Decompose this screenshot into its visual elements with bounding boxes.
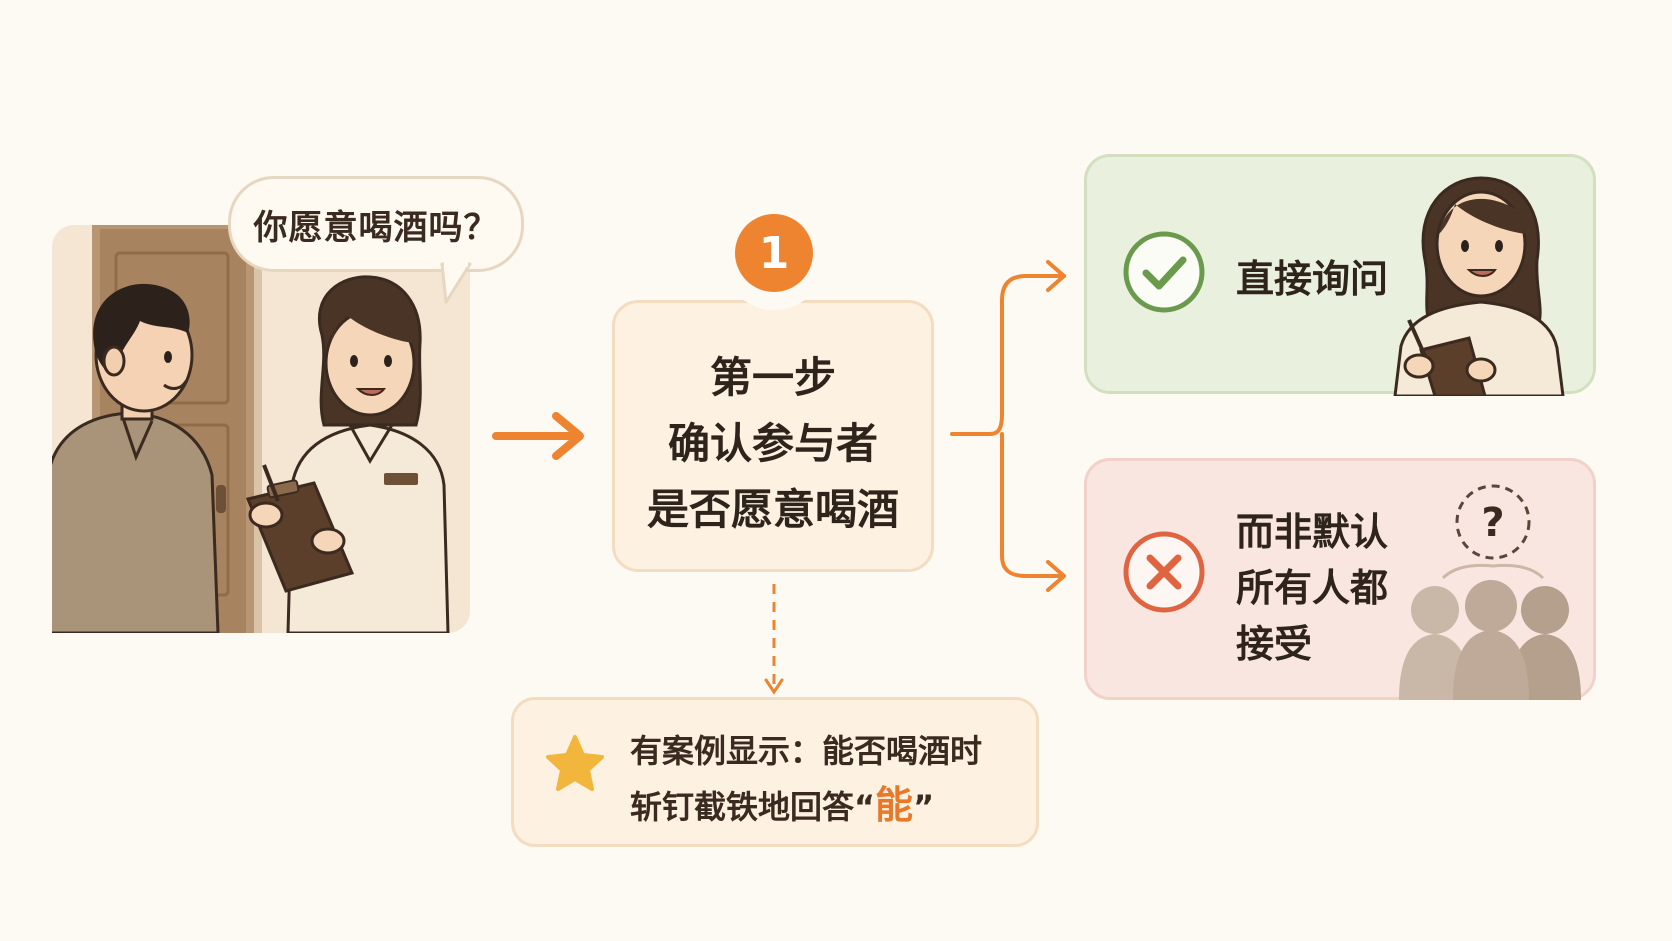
check-icon <box>1123 231 1205 313</box>
case-note-text: 有案例显示：能否喝酒时 斩钉截铁地回答“能” <box>630 724 982 834</box>
speech-bubble-text: 你愿意喝酒吗？ <box>253 207 499 248</box>
note-line-2-prefix: 斩钉截铁地回答“ <box>630 788 876 826</box>
option-not-assume-line-2: 所有人都 <box>1236 566 1389 610</box>
note-highlight-answer: 能 <box>875 783 914 827</box>
step-card <box>612 300 934 572</box>
clipboard <box>245 464 355 593</box>
step-number: 1 <box>758 227 790 279</box>
step-title: 第一步 确认参与者 是否愿意喝酒 <box>612 345 934 543</box>
branch-connector <box>950 274 1066 578</box>
cross-icon <box>1123 531 1205 613</box>
note-line-2: 斩钉截铁地回答“能” <box>630 778 982 834</box>
arrow-to-yes-icon <box>1046 260 1066 292</box>
step-line-3: 是否愿意喝酒 <box>646 485 899 534</box>
step-line-2: 确认参与者 <box>667 419 878 468</box>
interviewer-illustration <box>1393 176 1565 396</box>
option-direct-ask-label: 直接询问 <box>1236 257 1389 301</box>
door-survey-illustration <box>52 225 470 633</box>
speech-bubble-tail <box>440 262 472 304</box>
case-note-card <box>511 697 1039 847</box>
woman-figure <box>245 275 450 633</box>
question-mark-icon: ? <box>1481 500 1504 546</box>
star-icon <box>546 735 604 791</box>
step-number-badge: 1 <box>735 214 813 292</box>
option-not-assume-line-3: 接受 <box>1236 622 1313 666</box>
dashed-arrow-icon <box>764 678 784 695</box>
right-arrow-icon <box>492 412 584 460</box>
option-not-assume-line-1: 而非默认 <box>1236 510 1389 554</box>
crowd-question-illustration: ? <box>1399 484 1581 700</box>
note-line-1: 有案例显示：能否喝酒时 <box>630 732 983 770</box>
step-line-1: 第一步 <box>709 353 836 402</box>
option-not-assume-label: 而非默认 所有人都 接受 <box>1236 504 1388 672</box>
arrow-to-no-icon <box>1046 560 1066 592</box>
note-line-2-suffix: ” <box>913 788 935 826</box>
man-figure <box>52 283 220 633</box>
speech-bubble: 你愿意喝酒吗？ <box>228 176 524 272</box>
